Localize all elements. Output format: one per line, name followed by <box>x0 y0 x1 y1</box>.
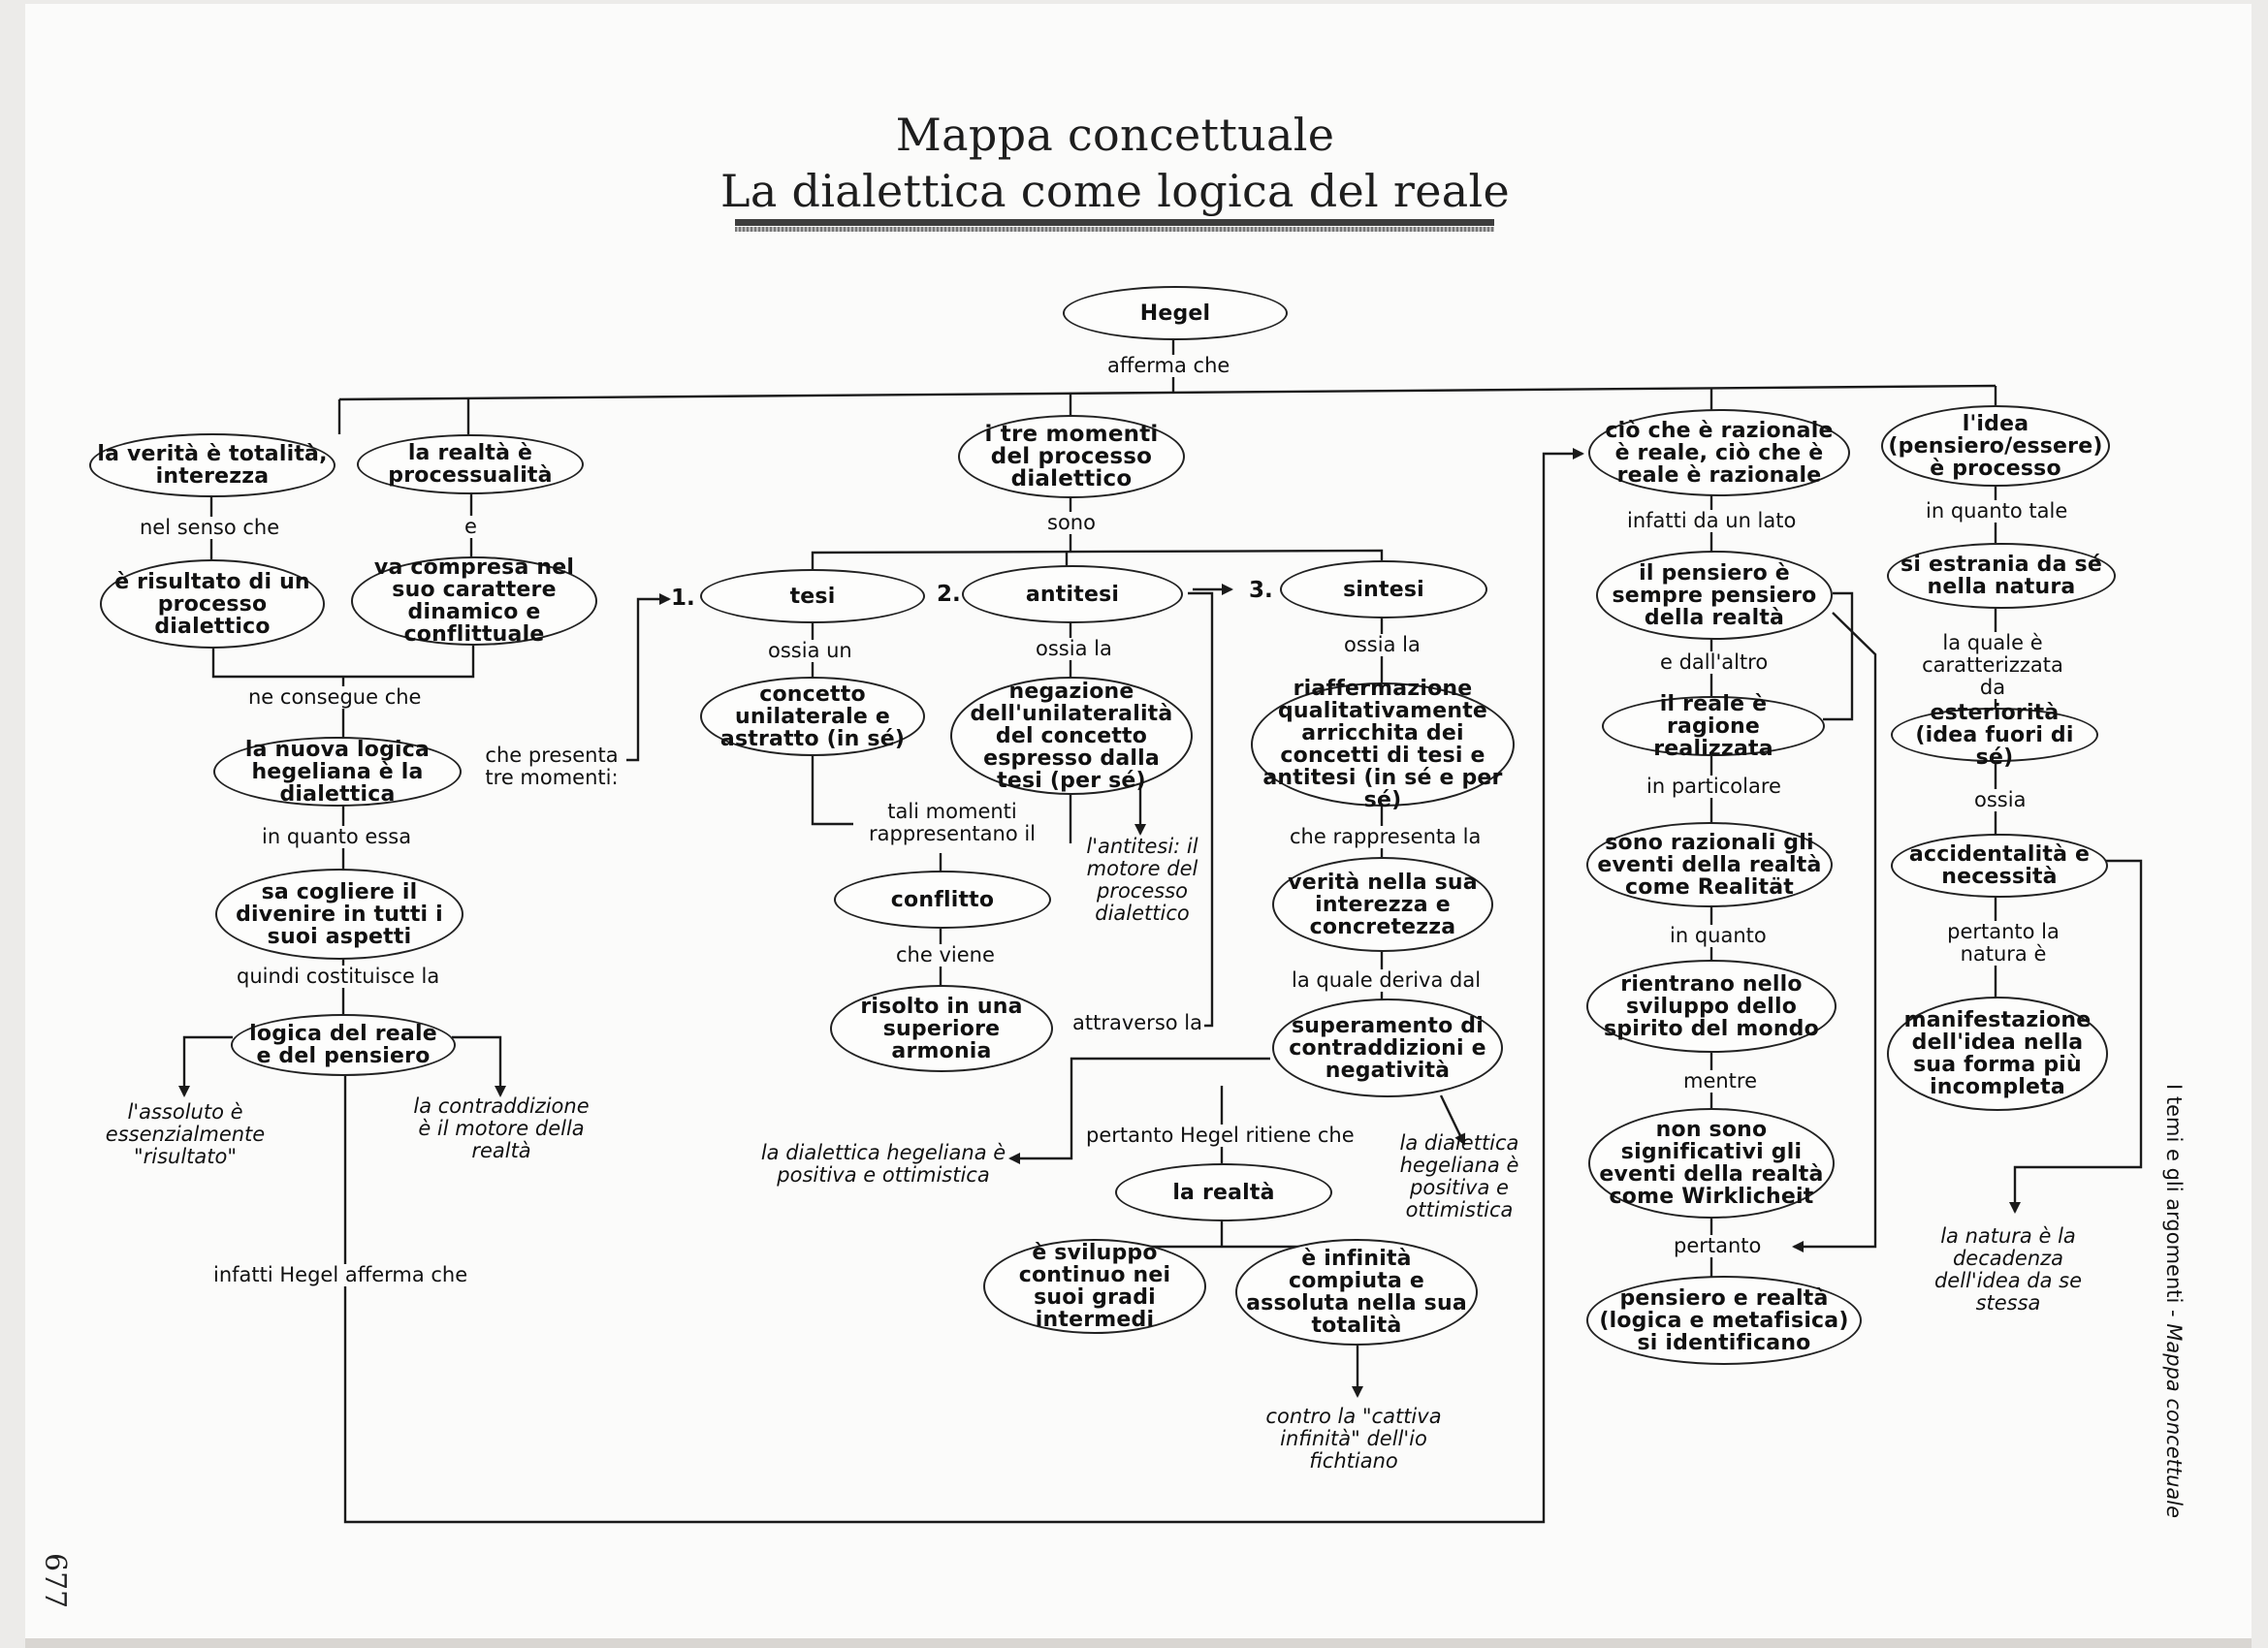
node-conflitto: conflitto <box>834 871 1051 929</box>
node-manifestazione: manifestazione dell'idea nella sua forma… <box>1887 997 2108 1111</box>
node-riaffermazione: riaffermazione qualitativamente arricchi… <box>1251 678 1515 811</box>
node-antitesi: antitesi <box>962 565 1183 623</box>
link-in-quanto: in quanto <box>1668 924 1769 947</box>
link-ne-consegue: ne consegue che <box>246 685 424 709</box>
node-la-realta: la realtà <box>1115 1163 1332 1221</box>
node-risolto: risolto in una superiore armonia <box>830 985 1053 1072</box>
link-ossia-la-sintesi: ossia la <box>1342 633 1422 656</box>
node-concetto-unilaterale: concetto unilaterale e astratto (in sé) <box>700 677 925 756</box>
node-logica-reale: logica del reale e del pensiero <box>231 1014 456 1076</box>
note-decadenza: la natura è la decadenza dell'idea da se… <box>1933 1224 2083 1315</box>
node-accidentalita: accidentalità e necessità <box>1891 834 2108 898</box>
link-pertanto-right: pertanto <box>1672 1234 1764 1257</box>
node-sa-cogliere: sa cogliere il divenire in tutti i suoi … <box>215 869 463 960</box>
node-va-compresa: va compresa nel suo carattere dinamico e… <box>351 556 597 646</box>
link-che-rappresenta: che rappresenta la <box>1288 825 1484 848</box>
note-positiva-right: la dialettica hegeliana è positiva e ott… <box>1399 1131 1519 1221</box>
note-assoluto: l'assoluto è essenzialmente "risultato" <box>105 1100 266 1168</box>
node-nuova-logica: la nuova logica hegeliana è la dialettic… <box>213 737 462 807</box>
note-positiva-left: la dialettica hegeliana è positiva e ott… <box>760 1141 1006 1187</box>
node-hegel: Hegel <box>1063 286 1288 340</box>
link-ossia-un: ossia un <box>766 639 854 662</box>
node-reale-ragione: il reale è ragione realizzata <box>1602 693 1825 760</box>
node-realta-processualita: la realtà è processualità <box>357 434 584 494</box>
link-afferma-che: afferma che <box>1105 354 1232 377</box>
number-2: 2. <box>937 582 961 607</box>
title-underline <box>735 219 1494 232</box>
number-1: 1. <box>671 586 695 611</box>
link-quale-deriva: la quale deriva dal <box>1290 968 1484 992</box>
link-infatti-hegel: infatti Hegel afferma che <box>211 1263 470 1286</box>
node-superamento: superamento di contraddizioni e negativi… <box>1272 998 1503 1097</box>
node-negazione: negazione dell'unilateralità del concett… <box>950 677 1193 795</box>
link-la-quale: la quale è caratterizzata da <box>1908 632 2077 699</box>
node-razionali-eventi: sono razionali gli eventi della realtà c… <box>1586 822 1833 907</box>
link-mentre: mentre <box>1681 1069 1760 1093</box>
link-e: e <box>463 515 479 538</box>
node-rientrano: rientrano nello sviluppo dello spirito d… <box>1586 960 1837 1053</box>
link-sono: sono <box>1045 511 1098 534</box>
link-dallaltro: e dall'altro <box>1658 650 1771 674</box>
link-che-viene: che viene <box>894 943 997 967</box>
node-non-significativi: non sono significativi gli eventi della … <box>1588 1108 1835 1219</box>
node-esteriorita: esteriorità (idea fuori di sé) <box>1891 702 2098 769</box>
link-pertanto-natura: pertanto la natura è <box>1943 921 2063 966</box>
node-verita-interezza: verità nella sua interezza e concretezza <box>1272 857 1493 952</box>
node-identificano: pensiero e realtà (logica e metafisica) … <box>1586 1276 1862 1365</box>
node-estrania: si estrania da sé nella natura <box>1887 543 2116 609</box>
node-risultato: è risultato di un processo dialettico <box>100 559 325 649</box>
link-quindi-costituisce: quindi costituisce la <box>235 965 442 988</box>
link-in-quanto-tale: in quanto tale <box>1924 499 2070 523</box>
node-pensiero-realta: il pensiero è sempre pensiero della real… <box>1596 551 1833 640</box>
node-tesi: tesi <box>700 569 925 623</box>
link-in-particolare: in particolare <box>1645 775 1783 798</box>
link-attraverso-la: attraverso la <box>1070 1011 1204 1034</box>
link-ossia: ossia <box>1972 788 2028 811</box>
link-da-un-lato: infatti da un lato <box>1625 509 1799 532</box>
page-number: 677 <box>38 1553 72 1609</box>
node-verita-totalita: la verità è totalità, interezza <box>89 433 335 497</box>
node-tre-momenti: i tre momenti del processo dialettico <box>958 415 1185 498</box>
node-sintesi: sintesi <box>1280 560 1487 618</box>
number-3: 3. <box>1249 578 1273 603</box>
node-sviluppo: è sviluppo continuo nei suoi gradi inter… <box>983 1239 1206 1334</box>
node-razionale-reale: ciò che è razionale è reale, ciò che è r… <box>1588 409 1850 496</box>
link-ossia-la-antitesi: ossia la <box>1034 637 1114 660</box>
note-antitesi-motore: l'antitesi: il motore del processo diale… <box>1086 835 1198 925</box>
node-idea-processo: l'idea (pensiero/essere) è processo <box>1881 405 2110 487</box>
link-pertanto-ritiene: pertanto Hegel ritiene che <box>1084 1124 1357 1147</box>
side-footer: I temi e gli argomenti - Mappa concettua… <box>2162 1084 2186 1519</box>
note-contraddizione: la contraddizione è il motore della real… <box>413 1094 590 1162</box>
note-cattiva-infinita: contro la "cattiva infinità" dell'io fic… <box>1265 1405 1442 1473</box>
node-infinita: è infinità compiuta e assoluta nella sua… <box>1235 1239 1478 1346</box>
link-nel-senso-che: nel senso che <box>138 516 282 539</box>
title-line-1: Mappa concettuale <box>895 109 1335 161</box>
link-in-quanto-essa: in quanto essa <box>260 825 414 848</box>
link-tali-momenti: tali momenti rappresentano il <box>853 801 1051 845</box>
title-line-2: La dialettica come logica del reale <box>720 165 1510 217</box>
link-presenta-tre-momenti: che presenta tre momenti: <box>477 745 626 789</box>
